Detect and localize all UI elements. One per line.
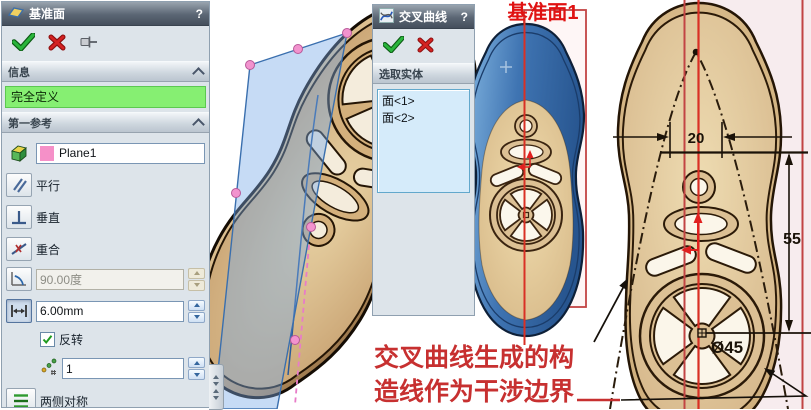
face-cube-icon: [6, 141, 32, 165]
annotation-line1: 交叉曲线生成的构: [374, 343, 574, 372]
angle-icon-button[interactable]: [6, 267, 32, 291]
parallel-icon-button[interactable]: [6, 173, 32, 197]
distance-icon-button[interactable]: [6, 299, 32, 323]
list-item[interactable]: 面<1>: [382, 94, 415, 108]
midplane-icon-button[interactable]: [6, 388, 36, 407]
panel-splitter-grip[interactable]: [209, 364, 224, 410]
select-entities-label: 选取实体: [379, 68, 423, 81]
plane-icon: [7, 4, 25, 23]
ok-button[interactable]: [11, 32, 36, 56]
plane-handle-dots[interactable]: [231, 28, 352, 345]
curve-panel-title: 交叉曲线: [399, 10, 448, 24]
distance-spinner[interactable]: [188, 299, 205, 323]
status-badge: 完全定义: [5, 86, 206, 108]
perpendicular-icon-button[interactable]: [6, 205, 32, 229]
curve-panel-titlebar: 交叉曲线 ?: [373, 5, 474, 29]
intersection-curve-propertymanager: 交叉曲线 ? 选取实体 面<1> 面<2>: [372, 4, 475, 316]
front-view-sole[interactable]: 基准面1: [466, 0, 587, 345]
grip-up-arrow-icon: [213, 374, 219, 379]
distance-row: 6.00mm: [6, 299, 205, 323]
parallel-label: 平行: [36, 178, 61, 193]
curve-panel-actions: [373, 29, 474, 63]
grip-down-arrow-icon: [213, 395, 219, 400]
list-item[interactable]: 面<2>: [382, 111, 415, 125]
reference-selection-row: Plane1: [6, 141, 205, 165]
copies-row: 1: [40, 356, 205, 381]
dimension-height[interactable]: 55: [783, 153, 801, 332]
flip-label: 反转: [59, 333, 84, 347]
dimension-diameter[interactable]: Ø45: [697, 328, 811, 357]
grip-down-arrow-icon: [213, 381, 219, 386]
coincident-label: 重合: [36, 242, 61, 257]
intersection-curve-icon: [379, 7, 394, 26]
plane-panel-titlebar: 基准面 ?: [2, 2, 209, 26]
pin-button[interactable]: [79, 34, 100, 55]
collapse-chevron-icon: [192, 117, 205, 131]
construction-curve-dashdot[interactable]: [609, 50, 789, 409]
help-icon[interactable]: ?: [195, 6, 203, 21]
front-sole-cutouts: [489, 114, 563, 252]
cancel-button[interactable]: [417, 36, 434, 58]
select-entities-section-header[interactable]: 选取实体: [373, 63, 474, 84]
midplane-row: 两侧对称: [6, 388, 205, 408]
copies-spinner[interactable]: [188, 357, 205, 380]
plane-tag-label: 基准面1: [507, 0, 578, 24]
leader-arrow-1: [593, 278, 628, 343]
ok-button[interactable]: [382, 35, 405, 58]
dim-diameter-text: Ø45: [711, 338, 743, 357]
coincident-icon-button[interactable]: [6, 237, 32, 261]
copies-icon: [40, 356, 58, 381]
collapse-chevron-icon: [192, 66, 205, 80]
dim-width-text: 20: [688, 130, 705, 147]
front-flip-arrows[interactable]: [517, 150, 534, 171]
selected-entities-listbox[interactable]: 面<1> 面<2>: [377, 89, 470, 193]
perpendicular-label: 垂直: [36, 210, 61, 225]
info-section-header[interactable]: 信息: [2, 61, 209, 82]
angle-spinner: [188, 267, 205, 291]
cancel-button[interactable]: [48, 34, 66, 56]
copies-field[interactable]: 1: [62, 358, 184, 379]
flip-row: 反转: [40, 331, 205, 348]
plane-panel-actions: [2, 26, 209, 61]
reference-value: Plane1: [59, 146, 97, 160]
midplane-label: 两侧对称: [40, 394, 89, 408]
parallel-constraint-row: 平行: [6, 173, 205, 197]
reference-selection-field[interactable]: Plane1: [36, 142, 205, 164]
plane-panel-title: 基准面: [29, 7, 66, 21]
reference-plane-3d[interactable]: [213, 31, 348, 409]
dimension-width[interactable]: 20: [613, 122, 808, 158]
section-view-sole[interactable]: 20 55 Ø45: [609, 0, 811, 409]
first-reference-label: 第一参考: [8, 117, 52, 130]
sketch-point-marker: [500, 61, 512, 73]
dim-height-text: 55: [783, 231, 801, 248]
copies-value: 1: [66, 361, 73, 376]
angle-value: 90.00度: [40, 272, 83, 287]
distance-value: 6.00mm: [40, 304, 84, 318]
plane-propertymanager: 基准面 ? 信息 完全定义 第一参考 Plane1 平行: [1, 1, 210, 408]
annotation-line2: 造线作为干涉边界: [374, 377, 574, 406]
distance-field[interactable]: 6.00mm: [36, 300, 184, 322]
first-reference-section-header[interactable]: 第一参考: [2, 112, 209, 133]
help-icon[interactable]: ?: [460, 9, 468, 24]
angle-row: 90.00度: [6, 267, 205, 291]
perpendicular-constraint-row: 垂直: [6, 205, 205, 229]
angle-field: 90.00度: [36, 268, 184, 290]
leader-arrow-2: [620, 368, 809, 401]
info-section-label: 信息: [8, 66, 30, 79]
flip-checkbox[interactable]: [40, 332, 55, 347]
selection-highlight-chip: [40, 145, 54, 161]
tutorial-annotation: 交叉曲线生成的构 造线作为干涉边界: [374, 278, 809, 406]
coincident-constraint-row: 重合: [6, 237, 205, 261]
section-flip-arrows[interactable]: [681, 212, 703, 255]
grip-up-arrow-icon: [213, 388, 219, 393]
